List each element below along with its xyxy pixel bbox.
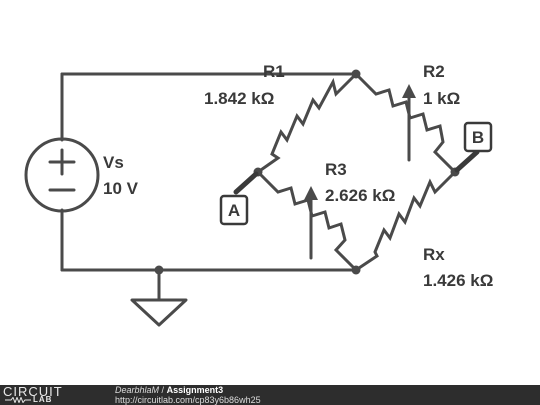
- circuitlab-logo[interactable]: CIRCUIT LAB: [3, 384, 93, 405]
- resistor-rx: [355, 170, 457, 272]
- logo-text-top: CIRCUIT: [3, 384, 63, 399]
- node-bottom: [351, 265, 361, 275]
- logo-text-bottom: LAB: [33, 395, 53, 404]
- probe-a: A: [219, 171, 259, 226]
- vs-name-label: Vs: [103, 153, 124, 172]
- probe-b-label: B: [472, 128, 484, 147]
- circuit-title[interactable]: Assignment3: [166, 385, 224, 395]
- r1-value-label: 1.842 kΩ: [204, 89, 274, 108]
- resistor-r2: [354, 72, 457, 174]
- node-ground: [154, 265, 164, 275]
- voltage-source-vs: [24, 137, 100, 213]
- meta-separator: /: [161, 385, 165, 395]
- rx-name-label: Rx: [423, 245, 445, 264]
- resistor-r1: [257, 72, 358, 174]
- resistor-wave-icon: [5, 397, 31, 403]
- r2-name-label: R2: [423, 62, 445, 81]
- circuit-url[interactable]: http://circuitlab.com/cp83y6b86wh25: [115, 395, 261, 405]
- author-link[interactable]: DearbhlaM: [115, 385, 160, 395]
- ground-symbol: [130, 298, 188, 327]
- node-top: [351, 69, 361, 79]
- r3-name-label: R3: [325, 160, 347, 179]
- schematic-canvas: A B R1 1.842 kΩ R2 1 kΩ R3 2.626 kΩ Rx 1…: [24, 62, 493, 327]
- r1-name-label: R1: [263, 62, 285, 81]
- probe-b: B: [454, 121, 493, 173]
- probe-a-label: A: [228, 201, 240, 220]
- r3-value-label: 2.626 kΩ: [325, 186, 395, 205]
- circuit-meta: DearbhlaM / Assignment3 http://circuitla…: [115, 386, 261, 405]
- footer-bar: CIRCUIT LAB DearbhlaM / Assignment3 http…: [0, 384, 540, 405]
- vs-value-label: 10 V: [103, 179, 139, 198]
- rx-value-label: 1.426 kΩ: [423, 271, 493, 290]
- r2-value-label: 1 kΩ: [423, 89, 460, 108]
- resistor-r3: [256, 170, 358, 272]
